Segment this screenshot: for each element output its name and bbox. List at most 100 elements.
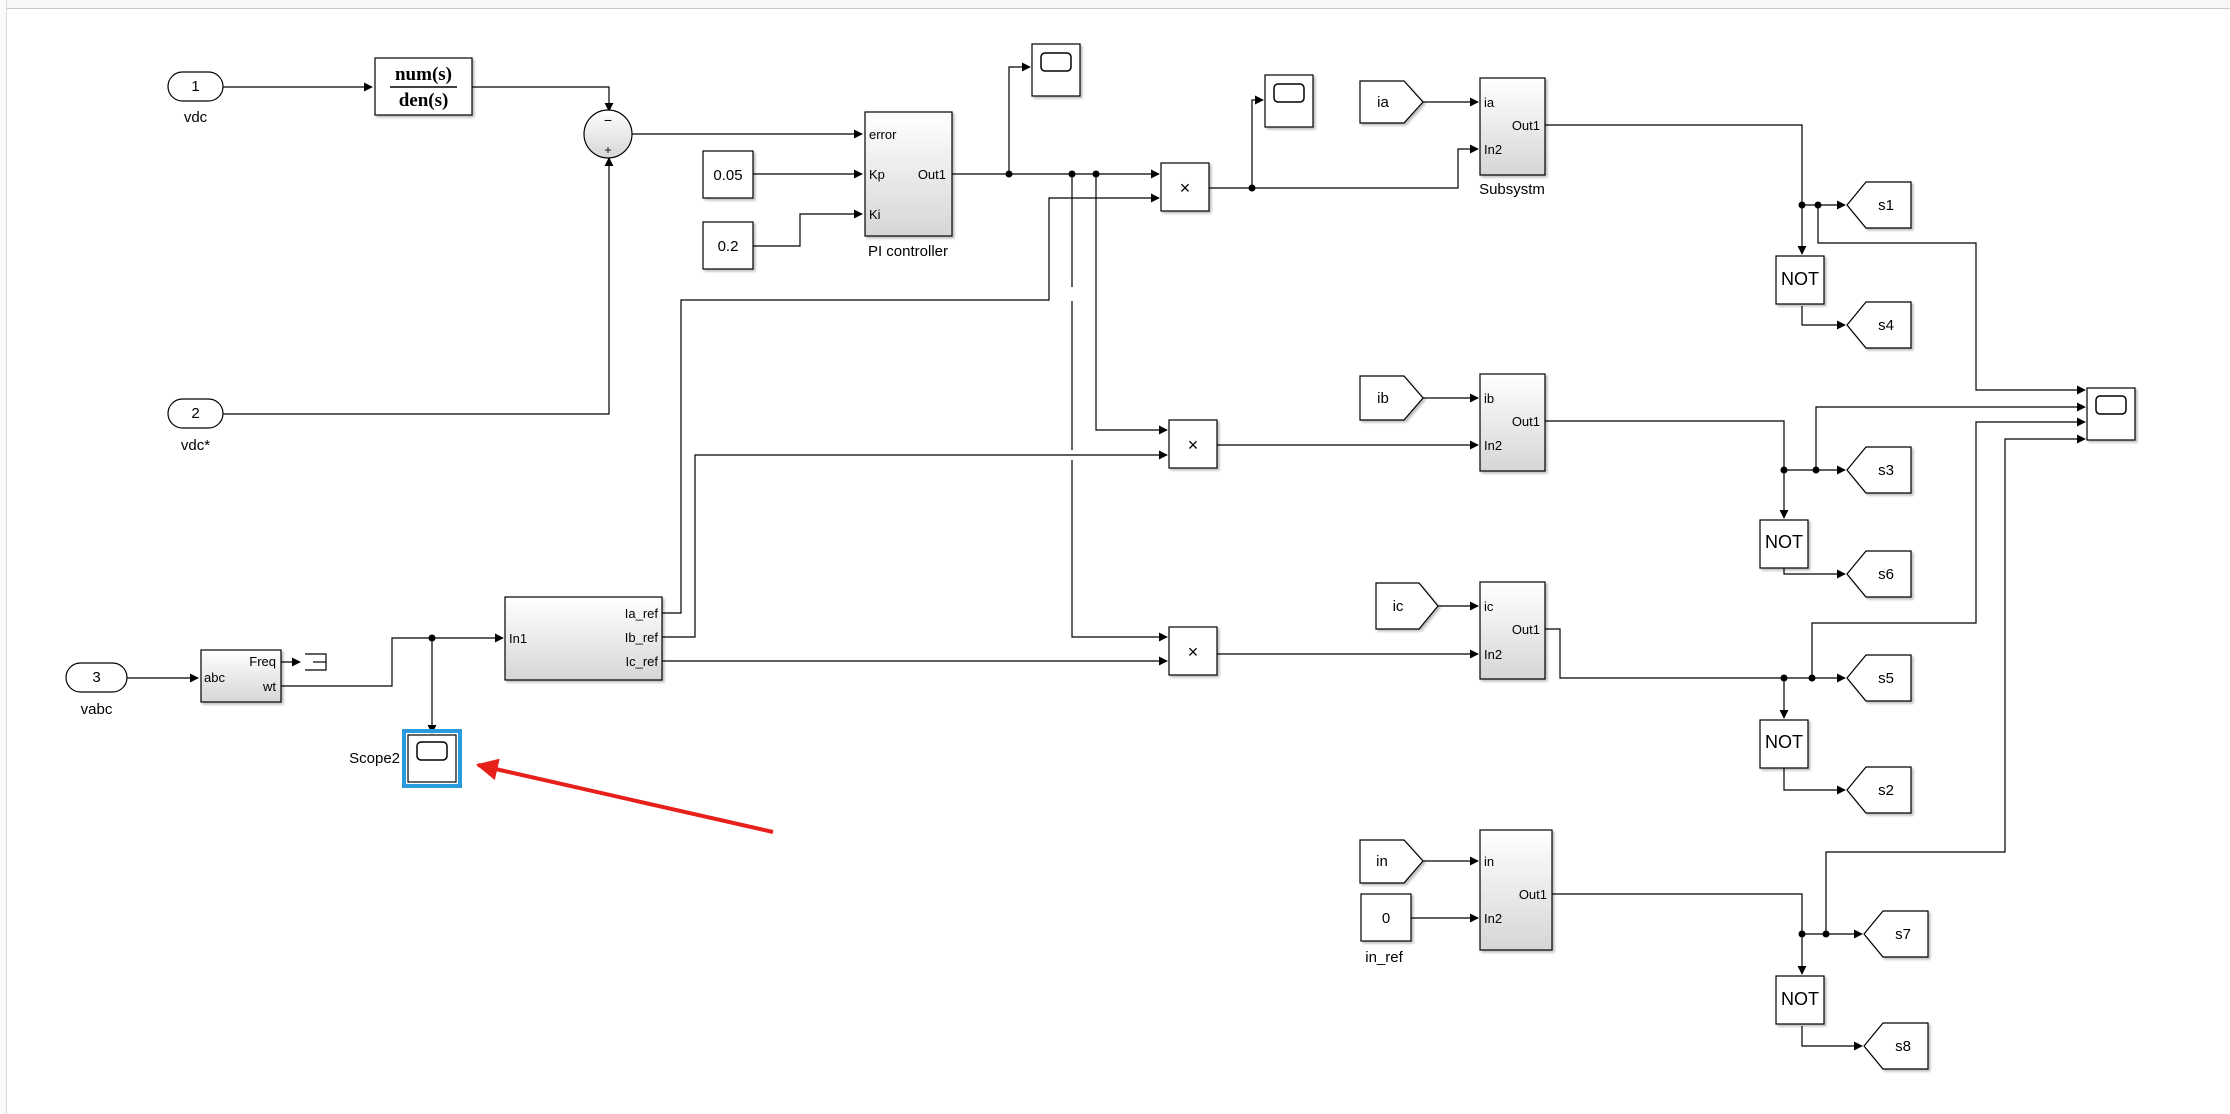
- goto-tag-s3[interactable]: s3: [1846, 446, 1912, 494]
- current-reference-subsystem[interactable]: In1 Ia_ref Ib_ref Ic_ref: [504, 596, 663, 681]
- from-tag-ia-label: ia: [1377, 94, 1389, 111]
- inport-vdc-ref[interactable]: 2 vdc*: [167, 398, 224, 454]
- refgen-port-in1: In1: [509, 631, 527, 646]
- subsystem-a-port-in2: In2: [1484, 142, 1502, 157]
- subsystem-b-port-in2: In2: [1484, 438, 1502, 453]
- not-gate-c[interactable]: NOT: [1759, 719, 1809, 769]
- scope-product-a[interactable]: [1264, 74, 1314, 128]
- not-gate-n-label: NOT: [1781, 989, 1819, 1009]
- scope-icon: [2095, 395, 2127, 415]
- subsystem-c[interactable]: ic In2 Out1: [1479, 581, 1546, 680]
- scope-icon: [1040, 52, 1072, 72]
- pi-controller-label: PI controller: [868, 243, 948, 260]
- pll-port-freq: Freq: [249, 654, 276, 669]
- signal-lines[interactable]: [127, 62, 2086, 1051]
- pi-port-error: error: [869, 127, 897, 142]
- constant-ki[interactable]: 0.2: [702, 221, 754, 270]
- goto-tag-s6[interactable]: s6: [1846, 550, 1912, 598]
- constant-kp-value: 0.05: [713, 167, 742, 184]
- subsystem-n-port-out: Out1: [1519, 887, 1547, 902]
- constant-kp[interactable]: 0.05: [702, 150, 754, 199]
- scope-switch-signals[interactable]: [2086, 387, 2136, 441]
- pi-port-out: Out1: [918, 167, 946, 182]
- pll-port-abc: abc: [204, 670, 225, 685]
- goto-tag-s2-label: s2: [1878, 782, 1894, 799]
- scope-icon: [416, 741, 448, 761]
- subsystem-n-port-in2: In2: [1484, 911, 1502, 926]
- pi-port-ki: Ki: [869, 207, 881, 222]
- red-annotation-arrow: [475, 758, 774, 834]
- subsystem-a-port-out: Out1: [1512, 118, 1540, 133]
- constant-ki-value: 0.2: [718, 238, 739, 255]
- left-panel-edge: [0, 0, 7, 1114]
- tf-denominator: den(s): [399, 90, 449, 111]
- not-gate-b-label: NOT: [1765, 532, 1803, 552]
- not-gate-n[interactable]: NOT: [1775, 975, 1825, 1025]
- scope-icon: [1273, 83, 1305, 103]
- constant-in-ref[interactable]: 0 in_ref: [1360, 893, 1412, 966]
- constant-in-ref-value: 0: [1382, 910, 1390, 927]
- subsystem-c-port-in2: In2: [1484, 647, 1502, 662]
- goto-tag-s8-label: s8: [1895, 1038, 1911, 1055]
- goto-tag-s1[interactable]: s1: [1846, 181, 1912, 229]
- inport-vdc[interactable]: 1 vdc: [167, 71, 224, 126]
- product-block-c[interactable]: ×: [1168, 626, 1218, 676]
- from-tag-in-label: in: [1376, 853, 1388, 870]
- subsystem-a-port-in1: ia: [1484, 95, 1495, 110]
- product-block-a[interactable]: ×: [1160, 162, 1210, 212]
- goto-tag-s2[interactable]: s2: [1846, 766, 1912, 814]
- tf-numerator: num(s): [395, 64, 452, 85]
- subsystem-a-label: Subsystm: [1479, 181, 1545, 198]
- inport-vdc-ref-label: vdc*: [181, 437, 210, 454]
- pi-controller-block[interactable]: error Kp Ki Out1 PI controller: [864, 111, 953, 260]
- inport-vdc-label: vdc: [184, 109, 208, 126]
- product-block-b[interactable]: ×: [1168, 419, 1218, 469]
- goto-tag-s7-label: s7: [1895, 926, 1911, 943]
- goto-tag-s4-label: s4: [1878, 317, 1894, 334]
- sum-minus-sign: −: [604, 112, 612, 128]
- selection-highlight: [402, 729, 462, 788]
- goto-tag-s5[interactable]: s5: [1846, 654, 1912, 702]
- scope2-block[interactable]: Scope2: [349, 729, 462, 788]
- inport-vdc-ref-number: 2: [191, 405, 199, 422]
- pi-port-kp: Kp: [869, 167, 885, 182]
- scope-pi-output[interactable]: [1031, 43, 1081, 97]
- inport-vabc-label: vabc: [81, 701, 113, 718]
- subsystem-c-port-in1: ic: [1484, 599, 1494, 614]
- pll-block[interactable]: abc Freq wt: [200, 649, 282, 703]
- from-tag-ia[interactable]: ia: [1359, 80, 1424, 124]
- from-tag-ic[interactable]: ic: [1375, 582, 1439, 630]
- subsystem-n-port-in1: in: [1484, 854, 1494, 869]
- goto-tag-s8[interactable]: s8: [1863, 1022, 1929, 1070]
- branch-junctions: [428, 170, 1830, 938]
- not-gate-a-label: NOT: [1781, 269, 1819, 289]
- subsystem-c-port-out: Out1: [1512, 622, 1540, 637]
- inport-vabc-number: 3: [92, 669, 100, 686]
- refgen-port-ia-ref: Ia_ref: [625, 606, 659, 621]
- transfer-function-block[interactable]: num(s) den(s): [374, 57, 473, 116]
- goto-tag-s4[interactable]: s4: [1846, 301, 1912, 349]
- goto-tag-s6-label: s6: [1878, 566, 1894, 583]
- constant-in-ref-label: in_ref: [1365, 949, 1403, 966]
- sum-block[interactable]: − +: [583, 109, 633, 159]
- goto-tag-s7[interactable]: s7: [1863, 910, 1929, 958]
- subsystem-b-port-out: Out1: [1512, 414, 1540, 429]
- refgen-port-ib-ref: Ib_ref: [625, 630, 659, 645]
- inport-vdc-number: 1: [191, 78, 199, 95]
- inport-vabc[interactable]: 3 vabc: [65, 662, 128, 718]
- subsystem-a[interactable]: ia In2 Out1 Subsystm: [1479, 77, 1546, 198]
- goto-tag-s1-label: s1: [1878, 197, 1894, 214]
- subsystem-n[interactable]: in In2 Out1: [1479, 829, 1553, 951]
- goto-tag-s5-label: s5: [1878, 670, 1894, 687]
- pll-port-wt: wt: [262, 679, 276, 694]
- from-tag-ib[interactable]: ib: [1359, 375, 1424, 421]
- subsystem-b[interactable]: ib In2 Out1: [1479, 373, 1546, 472]
- from-tag-ib-label: ib: [1377, 390, 1389, 407]
- product-b-symbol: ×: [1188, 435, 1199, 455]
- not-gate-b[interactable]: NOT: [1759, 519, 1809, 569]
- terminator-block[interactable]: [305, 653, 327, 671]
- from-tag-in[interactable]: in: [1359, 839, 1424, 884]
- not-gate-a[interactable]: NOT: [1775, 255, 1825, 305]
- from-tag-ic-label: ic: [1393, 598, 1404, 615]
